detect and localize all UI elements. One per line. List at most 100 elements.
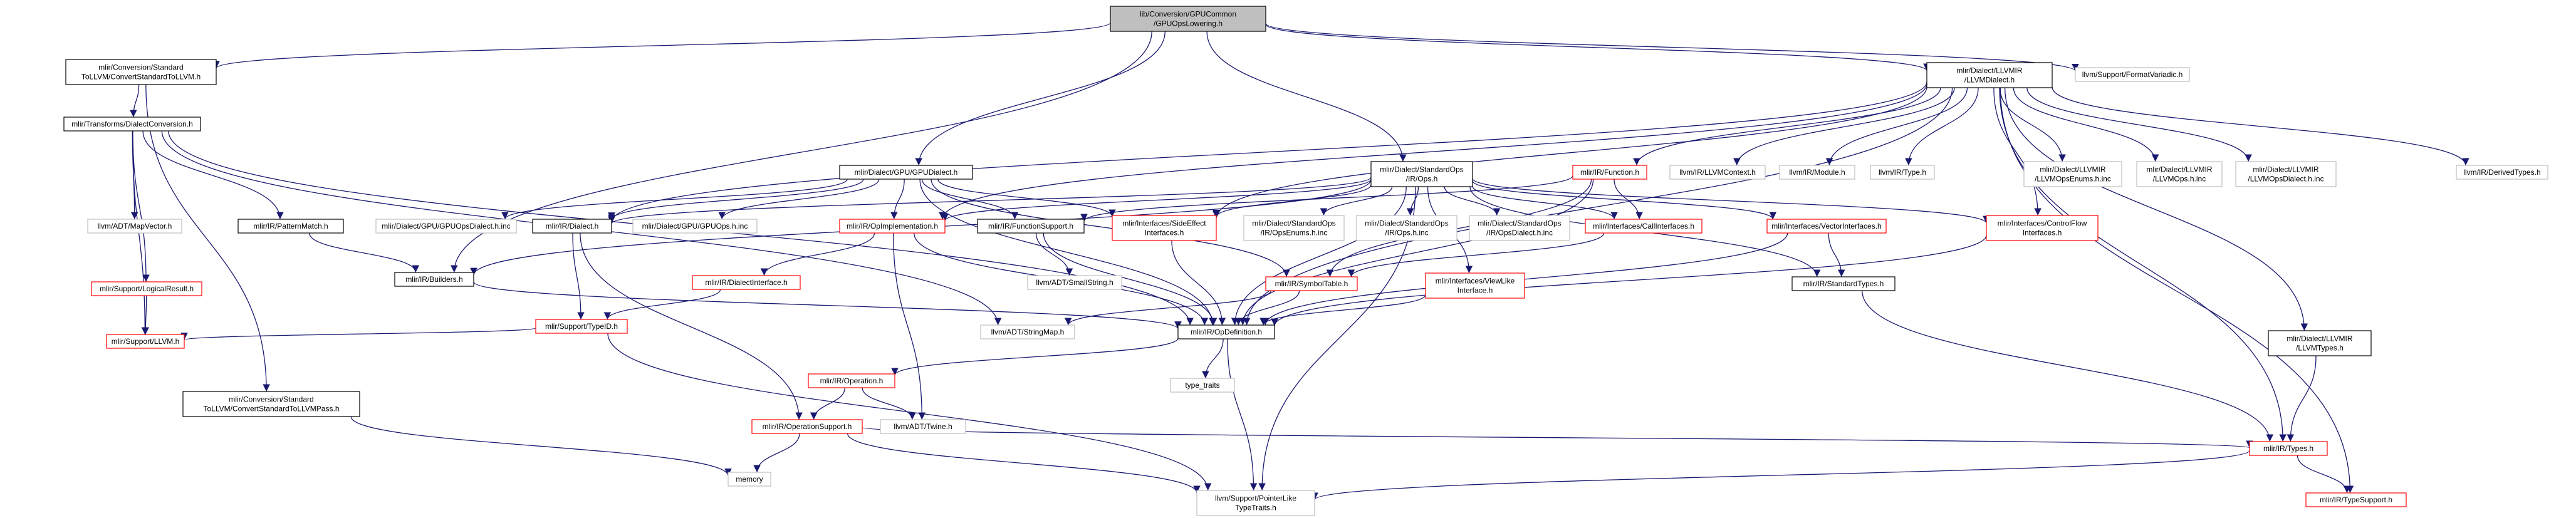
edge-llvmir_dialect-to-llvm_context [1733, 87, 1955, 166]
node-label-side_effect-0: mlir/Interfaces/SideEffect [1122, 219, 1206, 228]
node-operation_h[interactable]: mlir/IR/Operation.h [808, 373, 895, 388]
edge-pattern_match-to-builders [308, 232, 420, 273]
node-box-builders [394, 272, 474, 287]
edge-gpu_dialect-to-gpu_ops_dialect_inc [501, 179, 848, 220]
node-builders[interactable]: mlir/IR/Builders.h [394, 272, 474, 287]
node-label-conv_std_llvm_pass-1: ToLLVM/ConvertStandardToLLVMPass.h [203, 405, 339, 413]
node-label-llvmir_dialect-0: mlir/Dialect/LLVMIR [1956, 66, 2022, 75]
node-dialect_h[interactable]: mlir/IR/Dialect.h [532, 219, 612, 234]
node-box-gpu_ops_inc [632, 219, 758, 234]
node-box-llvm_ops_inc [2136, 161, 2223, 187]
edge-conv_std_llvm_pass-to-memory [350, 416, 732, 476]
node-label-llvm_ops_inc-0: mlir/Dialect/LLVMIR [2146, 165, 2212, 174]
node-llvm_types[interactable]: mlir/Dialect/LLVMIR/LLVMTypes.h [2268, 330, 2372, 356]
node-box-types_h [2249, 441, 2328, 456]
node-label-derived_types-0: llvm/IR/DerivedTypes.h [2463, 168, 2540, 177]
edge-root-to-builders [451, 31, 1152, 273]
edge-llvmir_dialect-to-side_effect [1212, 86, 1927, 219]
node-std_ops_dialect_inc: mlir/Dialect/StandardOps/IR/OpsDialect.h… [1469, 215, 1570, 241]
edge-standard_ops-to-std_ops_dialect_inc [1444, 186, 1501, 216]
edge-op_implementation-to-dialect_interface [760, 232, 875, 276]
edge-vector_interfaces-to-op_definition [1261, 232, 1788, 326]
node-label-pattern_match-0: mlir/IR/PatternMatch.h [253, 222, 328, 231]
edge-dialect_interface-to-type_id [603, 289, 721, 320]
node-standard_ops[interactable]: mlir/Dialect/StandardOps/IR/Ops.h [1370, 161, 1473, 187]
node-label-gpu_dialect-0: mlir/Dialect/GPU/GPUDialect.h [855, 168, 958, 177]
edge-llvmir_dialect-to-llvm_types [2004, 87, 2308, 331]
node-root[interactable]: lib/Conversion/GPUCommon/GPUOpsLowering.… [1110, 6, 1266, 32]
edge-llvmir_dialect-to-type_support [2000, 87, 2354, 494]
node-dialect_conversion[interactable]: mlir/Transforms/DialectConversion.h [63, 117, 201, 132]
node-function_support[interactable]: mlir/IR/FunctionSupport.h [977, 219, 1085, 234]
edge-conv_std_llvm-to-dialect_conversion [130, 84, 140, 118]
node-box-derived_types [2456, 165, 2548, 180]
edge-operation_support-to-memory [753, 433, 800, 473]
edge-standard_ops-to-std_ops_enums_inc [1320, 186, 1393, 216]
node-standard_types[interactable]: mlir/IR/StandardTypes.h [1791, 276, 1895, 291]
node-type_support[interactable]: mlir/IR/TypeSupport.h [2305, 492, 2407, 507]
node-label-conv_std_llvm-0: mlir/Conversion/Standard [98, 63, 183, 72]
node-box-standard_types [1791, 276, 1895, 291]
node-types_h[interactable]: mlir/IR/Types.h [2249, 441, 2328, 456]
node-label-std_ops_enums_inc-0: mlir/Dialect/StandardOps [1252, 219, 1335, 228]
node-llvmir_dialect[interactable]: mlir/Dialect/LLVMIR/LLVMDialect.h [1926, 62, 2053, 88]
edge-llvmir_dialect-to-llvm_ops_inc [2013, 87, 2159, 162]
edge-control_flow-to-op_definition [1271, 235, 1987, 326]
edge-llvmir_dialect-to-dialect_h [608, 81, 1927, 222]
edge-standard_types-to-types_h [1862, 290, 2274, 442]
edge-op_definition-to-operation_h [891, 338, 1179, 376]
node-symbol_table[interactable]: mlir/IR/SymbolTable.h [1265, 276, 1358, 291]
node-label-root-0: lib/Conversion/GPUCommon [1140, 10, 1236, 19]
node-label-call_interfaces-0: mlir/Interfaces/CallInterfaces.h [1593, 222, 1694, 231]
node-op_implementation[interactable]: mlir/IR/OpImplementation.h [839, 219, 946, 234]
node-box-format_variadic [2075, 67, 2190, 82]
edge-gpu_dialect-to-op_implementation [890, 179, 905, 220]
node-logical_result[interactable]: mlir/Support/LogicalResult.h [91, 281, 202, 296]
node-support_llvm[interactable]: mlir/Support/LLVM.h [106, 334, 185, 349]
edge-root-to-standard_ops [1206, 31, 1407, 162]
node-label-llvm_ops_enums_inc-1: /LLVMOpsEnums.h.inc [2035, 175, 2111, 184]
edge-type_id-to-support_llvm [180, 327, 536, 341]
edge-gpu_dialect-to-op_definition [919, 179, 1216, 326]
node-std_ops_inc: mlir/Dialect/StandardOps/IR/Ops.h.inc [1356, 215, 1457, 241]
node-operation_support[interactable]: mlir/IR/OperationSupport.h [751, 419, 863, 434]
node-label-operation_support-0: mlir/IR/OperationSupport.h [763, 422, 852, 431]
node-llvm_module: llvm/IR/Module.h [1779, 165, 1855, 180]
edge-standard_ops-to-call_interfaces [1472, 185, 1618, 220]
edge-standard_ops-to-control_flow [1472, 178, 1990, 224]
node-vector_interfaces[interactable]: mlir/Interfaces/VectorInterfaces.h [1766, 219, 1887, 234]
edge-gpu_dialect-to-side_effect [937, 179, 1116, 217]
node-pattern_match[interactable]: mlir/IR/PatternMatch.h [237, 219, 344, 234]
node-function_h[interactable]: mlir/IR/Function.h [1572, 165, 1647, 180]
node-box-conv_std_llvm [65, 59, 217, 85]
node-label-standard_types-0: mlir/IR/StandardTypes.h [1803, 279, 1884, 288]
node-box-llvm_context [1669, 165, 1766, 180]
node-box-memory [727, 472, 771, 487]
node-label-string_map-0: llvm/ADT/StringMap.h [991, 328, 1065, 336]
node-conv_std_llvm_pass[interactable]: mlir/Conversion/StandardToLLVM/ConvertSt… [182, 391, 360, 417]
edge-types_h-to-pointer_like [1311, 450, 2250, 500]
node-box-llvm_module [1779, 165, 1855, 180]
node-label-vector_interfaces-0: mlir/Interfaces/VectorInterfaces.h [1771, 222, 1881, 231]
node-type_traits: type_traits [1170, 378, 1235, 393]
node-dialect_interface[interactable]: mlir/IR/DialectInterface.h [692, 275, 801, 290]
node-label-small_string-0: llvm/ADT/SmallString.h [1036, 278, 1113, 287]
node-type_id[interactable]: mlir/Support/TypeID.h [535, 319, 628, 334]
edge-operation_support-to-types_h [862, 427, 2253, 448]
node-label-map_vector-0: llvm/ADT/MapVector.h [98, 222, 172, 231]
node-op_definition[interactable]: mlir/IR/OpDefinition.h [1177, 324, 1275, 339]
node-label-view_like-0: mlir/Interfaces/ViewLike [1436, 277, 1515, 286]
node-gpu_dialect[interactable]: mlir/Dialect/GPU/GPUDialect.h [839, 165, 973, 180]
edge-conv_std_llvm-to-conv_std_llvm_pass [145, 84, 270, 392]
node-call_interfaces[interactable]: mlir/Interfaces/CallInterfaces.h [1585, 219, 1703, 234]
node-box-dialect_conversion [63, 117, 201, 132]
node-box-gpu_ops_dialect_inc [375, 219, 517, 234]
node-box-symbol_table [1265, 276, 1358, 291]
node-conv_std_llvm[interactable]: mlir/Conversion/StandardToLLVM/ConvertSt… [65, 59, 217, 85]
node-box-llvmir_dialect [1926, 62, 2053, 88]
node-label-root-1: /GPUOpsLowering.h [1154, 19, 1223, 28]
node-small_string: llvm/ADT/SmallString.h [1027, 275, 1122, 290]
